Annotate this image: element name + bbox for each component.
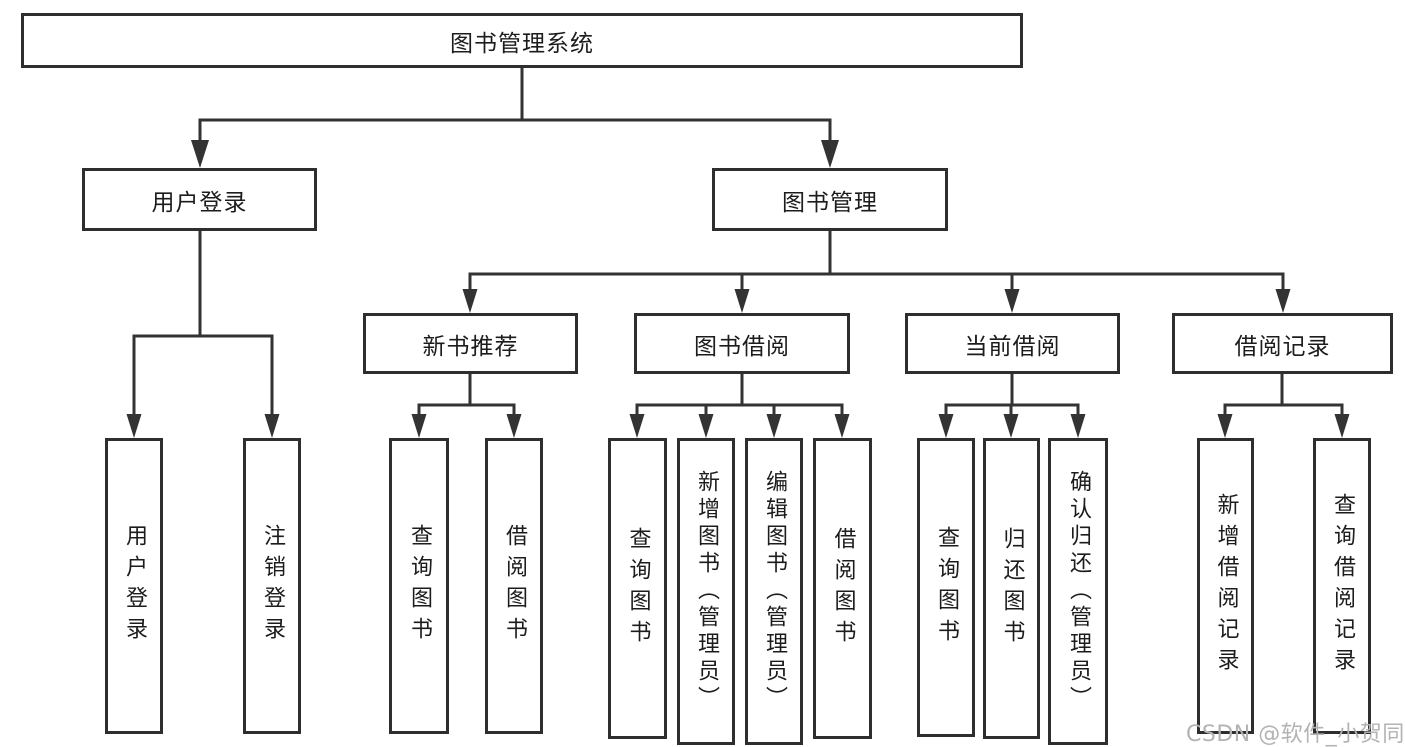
leaf-query-borrow-record: 查询借阅记录: [1313, 438, 1371, 734]
leaf-borrow-books-recommend: 借阅图书: [485, 438, 543, 734]
leaf-user-login: 用户登录: [105, 438, 163, 734]
leaf-query-books-recommend: 查询图书: [389, 438, 449, 734]
connector-paths: [132, 68, 1344, 418]
node-user-login: 用户登录: [82, 168, 317, 231]
leaf-edit-books-admin: 编辑图书（管理员）: [745, 438, 803, 745]
leaf-borrow-books-borrowing: 借阅图书: [813, 438, 872, 739]
node-library-management-system: 图书管理系统: [21, 13, 1023, 68]
leaf-return-books: 归还图书: [983, 438, 1040, 739]
watermark: CSDN @软件_小贺同学: [1186, 722, 1405, 747]
arrowheads: [126, 140, 1350, 438]
leaf-confirm-return-admin: 确认归还（管理员）: [1048, 438, 1108, 745]
node-book-borrowing: 图书借阅: [634, 313, 850, 374]
leaf-add-books-admin: 新增图书（管理员）: [677, 438, 735, 745]
node-current-borrowing: 当前借阅: [905, 313, 1120, 374]
leaf-logout: 注销登录: [243, 438, 301, 734]
node-new-book-recommendation: 新书推荐: [363, 313, 578, 374]
leaf-query-books-current: 查询图书: [917, 438, 975, 737]
leaf-query-books-borrowing: 查询图书: [608, 438, 667, 739]
node-borrowing-records: 借阅记录: [1172, 313, 1393, 374]
leaf-add-borrow-record: 新增借阅记录: [1197, 438, 1254, 734]
node-book-management: 图书管理: [712, 168, 948, 231]
